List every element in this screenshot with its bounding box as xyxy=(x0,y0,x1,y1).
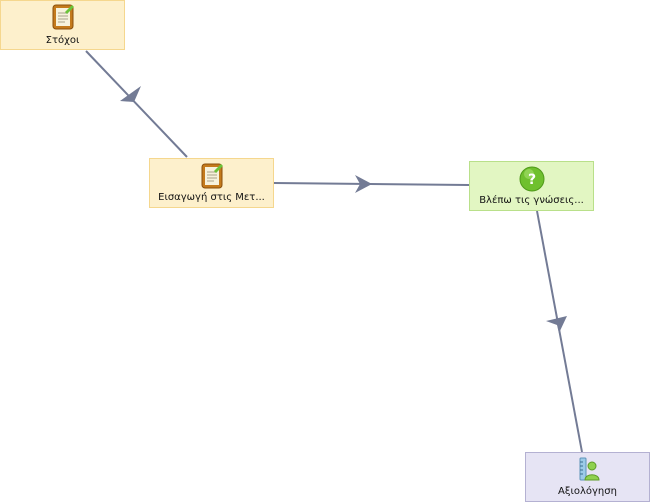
svg-text:?: ? xyxy=(527,172,535,188)
arrowhead-icon xyxy=(355,175,372,193)
node-label-assessment: Αξιολόγηση xyxy=(558,486,617,497)
person-ruler-icon xyxy=(579,457,600,481)
connector-goals-to-intro[interactable] xyxy=(85,50,188,158)
activity-node-goals[interactable]: Στόχοι xyxy=(0,0,125,50)
arrowhead-icon xyxy=(546,316,567,333)
notepad-icon xyxy=(52,4,74,30)
activity-node-assessment[interactable]: Αξιολόγηση xyxy=(525,452,650,502)
node-label-goals: Στόχοι xyxy=(45,35,80,46)
activity-node-knowledge-check[interactable]: ? Βλέπω τις γνώσεις... xyxy=(469,161,594,211)
activity-node-introduction[interactable]: Εισαγωγή στις Μετ... xyxy=(149,158,274,208)
node-label-introduction: Εισαγωγή στις Μετ... xyxy=(158,192,265,203)
question-icon: ? xyxy=(519,166,544,192)
notepad-icon xyxy=(201,163,223,189)
node-label-knowledge-check: Βλέπω τις γνώσεις... xyxy=(479,195,584,206)
arrowhead-icon xyxy=(120,86,141,118)
